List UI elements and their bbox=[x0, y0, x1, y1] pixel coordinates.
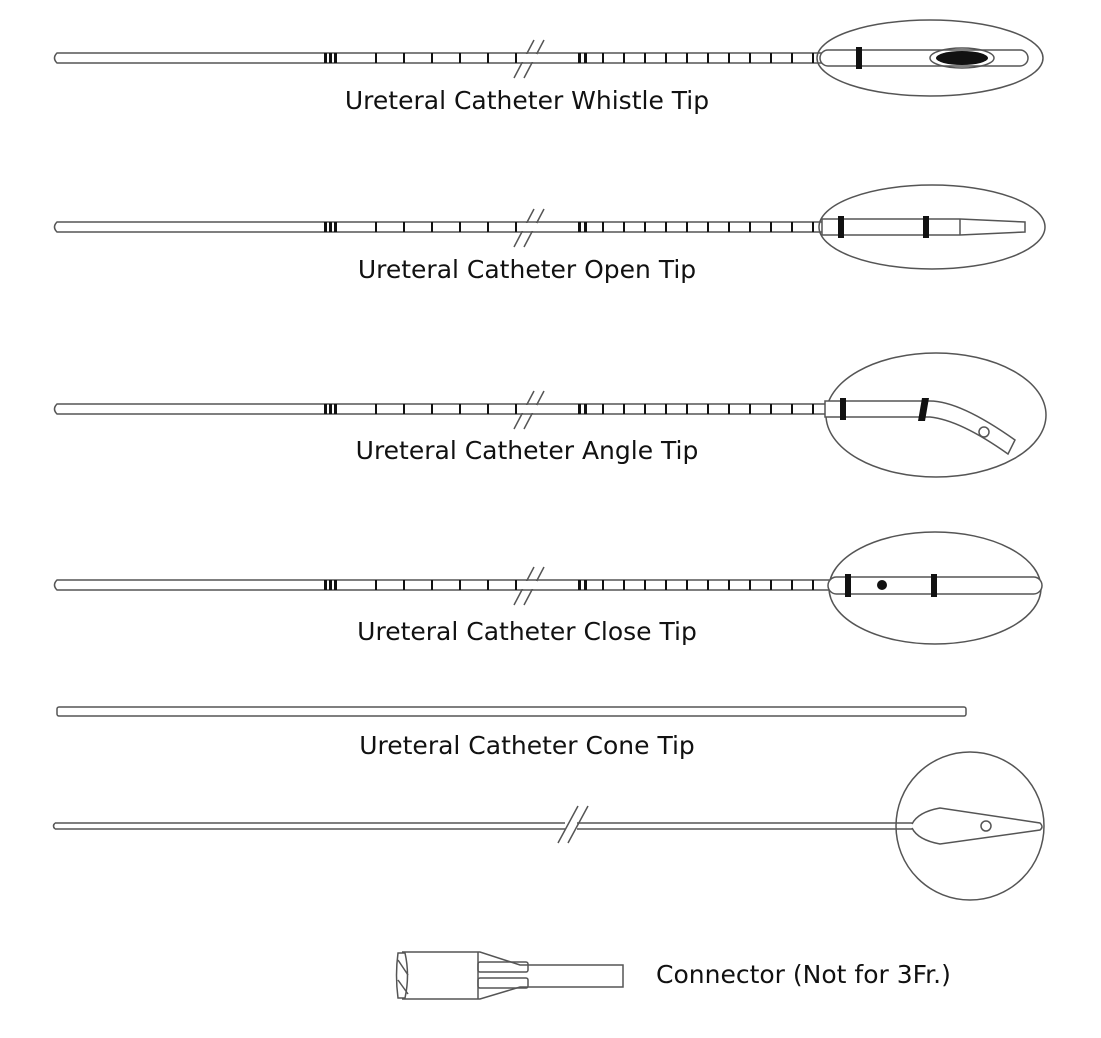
depth-mark bbox=[584, 222, 587, 232]
depth-mark bbox=[584, 404, 587, 414]
depth-mark bbox=[324, 580, 327, 590]
depth-mark bbox=[578, 404, 581, 414]
depth-mark bbox=[329, 222, 332, 232]
depth-mark bbox=[578, 222, 581, 232]
angle-tip-detail bbox=[824, 352, 1047, 478]
open-tip-catheter bbox=[53, 208, 824, 248]
depth-mark bbox=[329, 53, 332, 63]
depth-mark bbox=[329, 580, 332, 590]
depth-mark bbox=[324, 222, 327, 232]
cone-tip-stylet bbox=[52, 751, 1045, 901]
whistle-tip-catheter bbox=[53, 39, 822, 79]
whistle-tip-detail bbox=[816, 19, 1044, 97]
connector-label: Connector (Not for 3Fr.) bbox=[656, 960, 951, 989]
depth-mark bbox=[578, 53, 581, 63]
depth-mark bbox=[324, 404, 327, 414]
depth-mark bbox=[584, 580, 587, 590]
open-tip-detail bbox=[818, 184, 1046, 270]
catheter-shaft bbox=[53, 403, 826, 415]
close-tip-label: Ureteral Catheter Close Tip bbox=[357, 617, 697, 646]
cone-tip-label: Ureteral Catheter Cone Tip bbox=[359, 731, 695, 760]
break-gap bbox=[519, 405, 537, 413]
break-gap bbox=[519, 223, 537, 231]
angle-tip-label: Ureteral Catheter Angle Tip bbox=[355, 436, 699, 465]
depth-mark bbox=[329, 404, 332, 414]
open-tip-label: Ureteral Catheter Open Tip bbox=[357, 255, 697, 284]
cone-tip-catheter bbox=[56, 706, 967, 717]
angle-tip-catheter bbox=[53, 390, 826, 430]
depth-mark bbox=[324, 53, 327, 63]
depth-mark bbox=[584, 53, 587, 63]
depth-mark bbox=[334, 404, 337, 414]
depth-mark bbox=[334, 580, 337, 590]
depth-mark bbox=[334, 53, 337, 63]
catheter-shaft bbox=[53, 52, 822, 64]
depth-mark bbox=[334, 222, 337, 232]
depth-mark bbox=[578, 580, 581, 590]
close-tip-detail bbox=[827, 531, 1043, 645]
catheter-shaft bbox=[53, 579, 832, 591]
connector-illustration bbox=[395, 951, 624, 1000]
break-gap bbox=[519, 581, 537, 589]
close-tip-catheter bbox=[53, 566, 832, 606]
whistle-tip-label: Ureteral Catheter Whistle Tip bbox=[344, 86, 710, 115]
break-gap bbox=[519, 54, 537, 62]
catheter-shaft bbox=[53, 221, 824, 233]
